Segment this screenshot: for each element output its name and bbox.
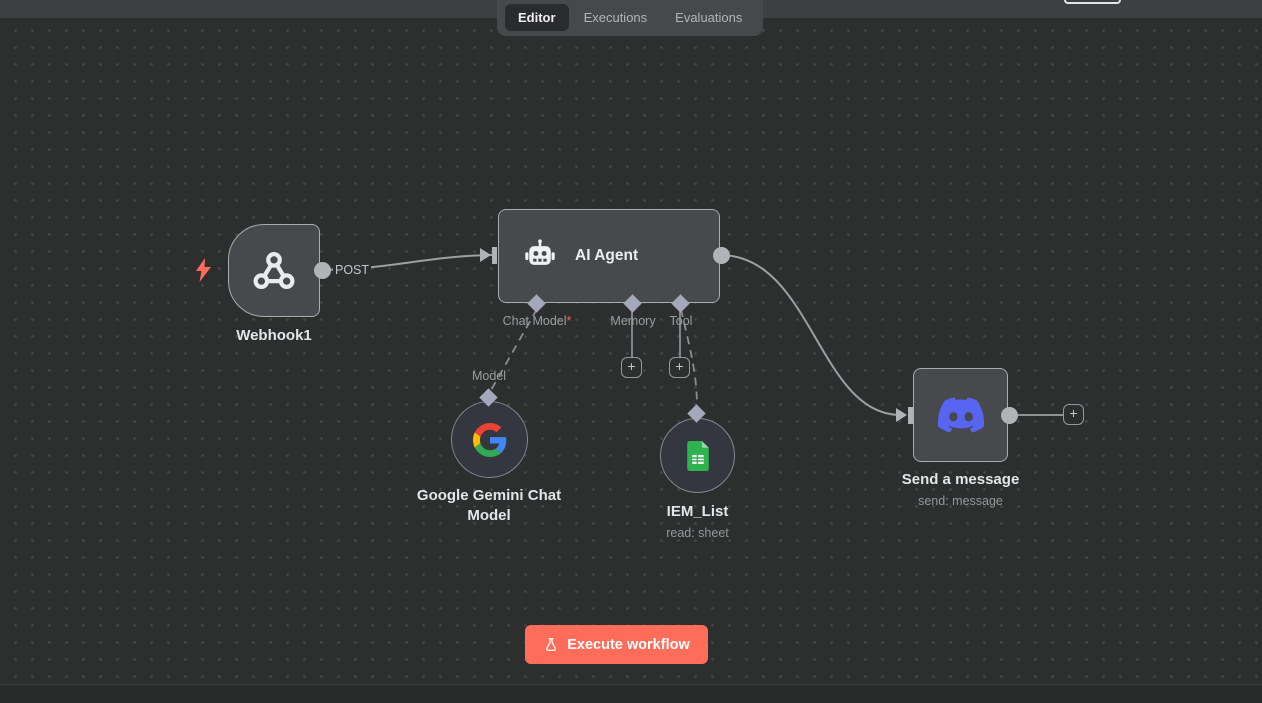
ai-agent-node-title: AI Agent	[575, 247, 639, 264]
chat-model-label-text: Chat Model	[502, 314, 567, 328]
required-asterisk: *	[566, 314, 572, 328]
chat-model-port-label: Chat Model*	[477, 314, 597, 328]
connection-chatmodel-to-gemini[interactable]	[489, 308, 538, 393]
add-tool-button[interactable]: +	[669, 357, 690, 378]
tab-executions[interactable]: Executions	[583, 9, 648, 25]
webhook-output-port[interactable]	[314, 262, 331, 279]
webhook-icon	[253, 251, 295, 289]
sheet-node-subtitle: read: sheet	[666, 526, 729, 540]
webhook-node-title: Webhook1	[236, 327, 312, 344]
bottom-status-bar	[0, 684, 1262, 703]
tab-evaluations[interactable]: Evaluations	[675, 9, 743, 25]
gemini-node-title: Google Gemini Chat Model	[416, 487, 562, 524]
node-ai-agent[interactable]: AI Agent	[498, 209, 720, 303]
google-logo-icon	[472, 422, 506, 457]
memory-port-label: Memory	[610, 314, 656, 328]
webhook-output-label: POST	[333, 263, 372, 277]
workflow-canvas[interactable]	[0, 0, 1262, 684]
google-sheets-icon	[686, 440, 709, 471]
node-send-a-message[interactable]	[913, 368, 1008, 462]
tab-editor[interactable]: Editor	[505, 3, 569, 31]
node-webhook[interactable]	[228, 224, 320, 317]
discord-icon	[937, 397, 984, 433]
agent-input-port[interactable]	[492, 247, 497, 264]
trigger-bolt-icon	[196, 258, 211, 282]
discord-input-arrow	[896, 408, 907, 422]
add-memory-button[interactable]: +	[621, 357, 642, 378]
agent-input-arrow	[480, 248, 491, 262]
node-google-gemini-chat-model[interactable]	[451, 401, 528, 478]
view-tabs: Editor Executions Evaluations	[497, 0, 764, 36]
tool-port-label: Tool	[669, 314, 693, 328]
discord-output-port[interactable]	[1001, 407, 1018, 424]
execute-workflow-button[interactable]: Execute workflow	[525, 625, 708, 664]
robot-icon	[525, 239, 555, 265]
discord-node-subtitle: send: message	[918, 494, 1003, 508]
discord-node-title: Send a message	[901, 471, 1020, 488]
flask-icon	[546, 637, 557, 651]
sheet-node-title: IEM_List	[666, 503, 729, 520]
node-iem-list-sheet[interactable]	[660, 418, 735, 493]
connection-layer	[321, 254, 1064, 416]
connection-tool-to-sheet[interactable]	[680, 308, 698, 408]
connection-agent-to-discord[interactable]	[720, 254, 901, 416]
gemini-model-port-label: Model	[471, 369, 507, 383]
agent-output-port[interactable]	[713, 247, 730, 264]
execute-workflow-label: Execute workflow	[567, 636, 690, 653]
discord-input-port[interactable]	[908, 407, 913, 424]
clipped-topright-button[interactable]	[1064, 0, 1121, 4]
add-next-node-button[interactable]: +	[1063, 404, 1084, 425]
